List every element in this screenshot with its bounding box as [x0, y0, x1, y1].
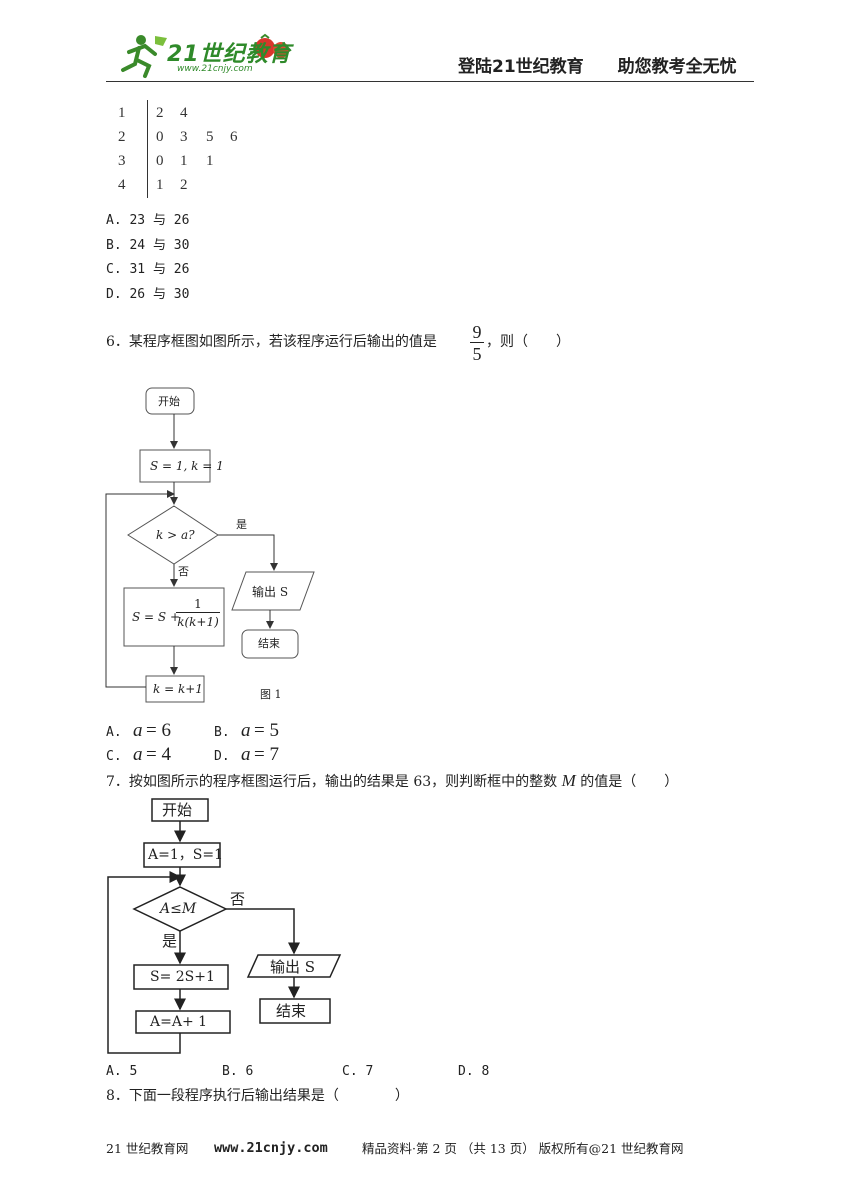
q6-flowchart-lines [105, 387, 315, 703]
q7-flow-output: 输出 S [270, 958, 316, 976]
update-denominator: k(k+1) [177, 615, 219, 629]
leaf: 2 [180, 177, 188, 193]
stem-leaf-plot: 1 2 4 2 0 3 5 6 3 0 1 1 4 1 2 [110, 100, 270, 200]
q7-flow-init: A=1，S=1 [148, 847, 223, 863]
q7-option-c: C. 7 [342, 1064, 374, 1079]
q6-option-b-label: B. [214, 725, 230, 740]
q5-option-c: C. 31 与 26 [106, 262, 190, 277]
update-fraction-bar [176, 612, 220, 613]
q7-question-prefix: 7．按如图所示的程序框图运行后，输出的结果是 63，则判断框中的整数 [106, 774, 558, 790]
leaf: 3 [180, 129, 188, 145]
q7-flowchart-lines [107, 798, 342, 1054]
q6-option-a-var: a [133, 720, 143, 741]
q6-option-a-label: A. [106, 725, 122, 740]
flow-no: 否 [178, 565, 189, 578]
q5-option-b: B. 24 与 30 [106, 238, 190, 253]
q7-flowchart: 开始 A=1，S=1 A≤M 否 是 输出 S S= 2S+1 结束 A=A+ … [100, 795, 360, 1057]
q7-flow-step1: S= 2S+1 [150, 969, 215, 985]
q8-question: 8．下面一段程序执行后输出结果是（ ） [106, 1088, 409, 1104]
flow-yes: 是 [236, 518, 247, 531]
q6-question-suffix: ，则（ ） [486, 334, 570, 350]
q7-flow-yes: 是 [162, 932, 178, 950]
logo-url: www.21cnjy.com [177, 64, 253, 74]
footer: 21 世纪教育网 www.21cnjy.com 精品资料·第 2 页 （共 13… [0, 1130, 860, 1160]
q6-option-d-var: a [241, 744, 251, 765]
leaf: 1 [156, 177, 164, 193]
leaf: 1 [206, 153, 214, 169]
leaf: 5 [206, 129, 214, 145]
q6-option-c-var: a [133, 744, 143, 765]
stem-1: 1 [118, 105, 126, 121]
stem-3: 3 [118, 153, 126, 169]
q6-question-prefix: 6．某程序框图如图所示，若该程序运行后输出的值是 [106, 334, 437, 350]
leaf: 6 [230, 129, 238, 145]
logo-text: 21世纪教育 [167, 42, 292, 67]
flow-end: 结束 [258, 637, 280, 650]
leaf: 0 [156, 153, 164, 169]
flow-increment: k = k+1 [153, 682, 203, 696]
site-logo: 21世纪教育 www.21cnjy.com [115, 30, 305, 80]
q6-option-d-value: = 7 [254, 744, 279, 765]
q6-options: A. a = 6 B. a = 5 C. a = 4 D. a = 7 [106, 720, 406, 770]
leaf: 4 [180, 105, 188, 121]
footer-url[interactable]: www.21cnjy.com [214, 1140, 328, 1156]
flow-output: 输出 S [252, 585, 289, 599]
header-rule [106, 81, 754, 82]
q7-flow-no: 否 [230, 890, 246, 908]
q6-fraction: 9 5 [470, 322, 484, 365]
q7-var: M [561, 771, 576, 790]
footer-right: 精品资料·第 2 页 （共 13 页） 版权所有@21 世纪教育网 [362, 1141, 684, 1156]
leaf: 1 [180, 153, 188, 169]
q6-option-d-label: D. [214, 749, 230, 764]
flow-condition: k > a? [156, 528, 195, 542]
update-numerator: 1 [194, 597, 202, 611]
flow-update-lhs: S = S + [132, 610, 180, 624]
q7-option-a: A. 5 [106, 1064, 138, 1079]
leaf: 0 [156, 129, 164, 145]
q7-question: 7．按如图所示的程序框图运行后，输出的结果是 63，则判断框中的整数 M 的值是… [106, 772, 678, 791]
q6-flowchart: 开始 S = 1, k = 1 k > a? 是 否 输出 S 结束 S = S… [100, 380, 360, 710]
header: 21世纪教育 www.21cnjy.com 登陆21世纪教育 助您教考全无忧 [0, 0, 860, 90]
q7-flow-start: 开始 [162, 801, 193, 819]
leaf: 2 [156, 105, 164, 121]
q6-option-b-var: a [241, 720, 251, 741]
stem-divider [147, 100, 148, 198]
flow-init: S = 1, k = 1 [150, 459, 224, 473]
fraction-numerator: 9 [472, 322, 482, 342]
q7-flow-step2: A=A+ 1 [150, 1014, 208, 1030]
fraction-denominator: 5 [472, 344, 482, 364]
q7-flow-condition: A≤M [160, 901, 197, 917]
q7-option-d: D. 8 [458, 1064, 490, 1079]
q6-option-c-label: C. [106, 749, 122, 764]
q6-option-a-value: = 6 [146, 720, 171, 741]
runner-logo-icon [121, 33, 289, 78]
q7-option-b: B. 6 [222, 1064, 254, 1079]
q7-flow-end: 结束 [276, 1002, 307, 1020]
q6-option-c-value: = 4 [146, 744, 171, 765]
flow-start: 开始 [158, 395, 180, 408]
q6-question: 6．某程序框图如图所示，若该程序运行后输出的值是 [106, 333, 437, 351]
footer-left: 21 世纪教育网 [106, 1141, 189, 1156]
fraction-bar [470, 342, 484, 343]
stem-4: 4 [118, 177, 126, 193]
stem-2: 2 [118, 129, 126, 145]
header-slogan: 登陆21世纪教育 助您教考全无忧 [458, 57, 737, 77]
q5-option-d: D. 26 与 30 [106, 287, 190, 302]
flow-update-fraction: 1 k(k+1) [176, 596, 220, 631]
q5-option-a: A. 23 与 26 [106, 213, 190, 228]
q6-option-b-value: = 5 [254, 720, 279, 741]
q7-question-suffix: 的值是（ ） [580, 774, 679, 790]
flow-caption: 图 1 [260, 688, 282, 701]
